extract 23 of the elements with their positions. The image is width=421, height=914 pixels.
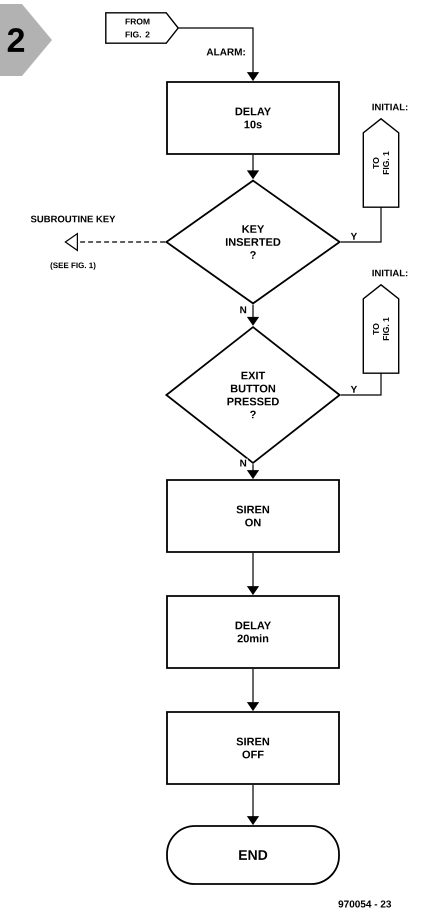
edge-label: ALARM:: [205, 47, 247, 56]
connector-flag: TO FIG. 1 INITIAL:: [362, 104, 408, 208]
connector-flag: TO FIG. 1 INITIAL:: [362, 270, 408, 374]
process-box: SIREN ON: [166, 479, 340, 553]
process-box: DELAY 10s: [166, 81, 340, 155]
subroutine-pointer: SUBROUTINE KEY (SEE FIG. 1): [30, 216, 116, 270]
connector-line: [340, 373, 382, 396]
figure-number-badge: 2: [0, 4, 52, 76]
figure-code: 970054 - 23: [338, 900, 392, 908]
connector-flag: FROM FIG. 2: [105, 12, 180, 44]
edge-label: N: [238, 458, 248, 468]
node-label: INITIAL:: [372, 270, 408, 276]
node-label: SUBROUTINE KEY: [30, 216, 116, 222]
connector-line: [340, 207, 382, 243]
dashed-connector: [78, 241, 166, 243]
node-label: (SEE FIG. 1): [50, 262, 96, 270]
end-terminal: END: [166, 825, 340, 885]
process-box: SIREN OFF: [166, 711, 340, 785]
edge-label: Y: [350, 384, 358, 394]
edge-label: N: [238, 305, 248, 314]
edge-label: Y: [350, 232, 358, 241]
node-label: INITIAL:: [372, 104, 408, 110]
process-box: DELAY 20min: [166, 595, 340, 669]
